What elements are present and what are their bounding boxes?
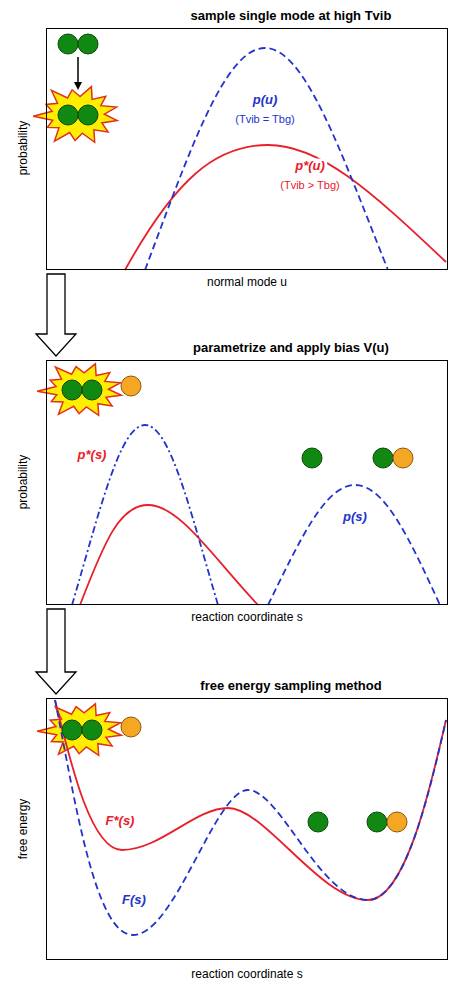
excitation-burst xyxy=(37,704,121,756)
curve-note: (Tvib = Tbg) xyxy=(233,113,296,126)
atom xyxy=(82,380,102,400)
atom xyxy=(121,376,141,396)
axis-label: probability xyxy=(17,119,31,178)
f-s-curve xyxy=(55,700,446,935)
curve-label: p(u) xyxy=(251,93,280,108)
axis-label: probability xyxy=(17,453,31,512)
panel-frame: sample single mode at high Tvib xyxy=(46,28,448,270)
atom xyxy=(387,812,407,832)
atom xyxy=(308,812,328,832)
axis-label: reaction coordinate s xyxy=(189,611,304,625)
f-star-s-curve xyxy=(55,700,446,900)
atom xyxy=(373,448,393,468)
excite-arrow xyxy=(77,57,79,86)
atom xyxy=(58,105,78,125)
p-s-left-curve xyxy=(72,425,218,605)
curve-label: F*(s) xyxy=(104,814,137,829)
atom xyxy=(78,105,98,125)
panel-frame: free energy sampling method xyxy=(46,698,448,960)
panel-heading: parametrize and apply bias V(u) xyxy=(193,340,389,355)
panel-frame: parametrize and apply bias V(u) xyxy=(46,360,448,605)
block-arrow xyxy=(36,609,76,694)
curve-label: p*(s) xyxy=(76,448,109,463)
atom xyxy=(302,448,322,468)
atom xyxy=(82,720,102,740)
atom xyxy=(62,380,82,400)
excitation-burst xyxy=(37,364,121,416)
atom xyxy=(62,720,82,740)
p-s-right-curve xyxy=(268,485,440,605)
panel-heading: sample single mode at high Tvib xyxy=(191,8,392,23)
panel-heading: free energy sampling method xyxy=(200,678,381,693)
atom xyxy=(78,34,98,54)
curve-label: F(s) xyxy=(120,893,148,908)
curve-label: p(s) xyxy=(341,510,369,525)
atom xyxy=(58,34,78,54)
axis-label: free energy xyxy=(17,797,31,862)
p-u-curve xyxy=(145,48,388,270)
axis-label: normal mode u xyxy=(205,276,289,290)
p-star-u-curve xyxy=(125,145,446,270)
curve-label: p*(u) xyxy=(293,159,327,174)
atom xyxy=(121,717,141,737)
block-arrow xyxy=(36,274,76,356)
atom xyxy=(367,812,387,832)
curve-note: (Tvib > Tbg) xyxy=(278,179,341,192)
p-star-s-curve xyxy=(80,505,258,605)
atom xyxy=(393,448,413,468)
axis-label: reaction coordinate s xyxy=(189,968,304,982)
